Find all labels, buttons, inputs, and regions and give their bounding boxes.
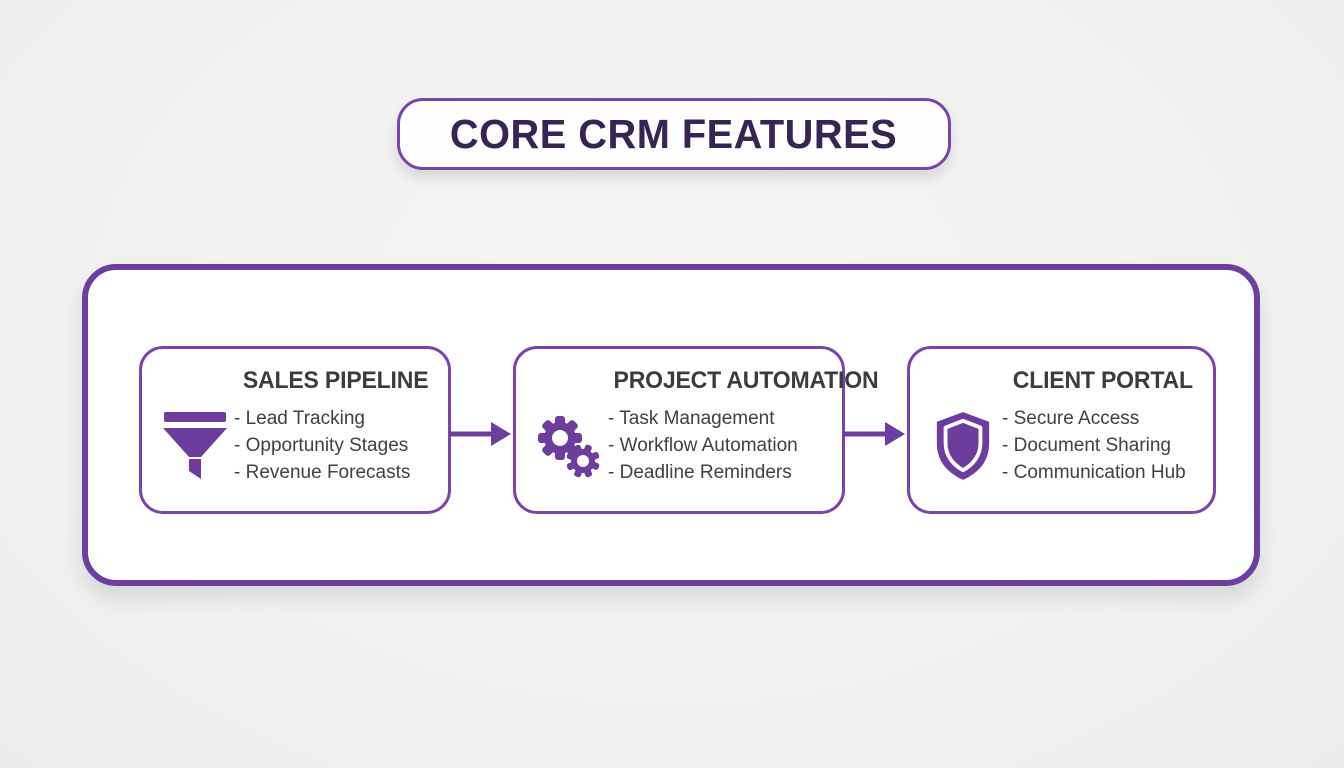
feature-item: - Deadline Reminders bbox=[608, 462, 792, 483]
arrow-right-icon bbox=[449, 422, 511, 446]
card-heading: PROJECT AUTOMATION bbox=[613, 367, 879, 394]
feature-card-client-portal: CLIENT PORTAL - Secure Access - Document… bbox=[907, 346, 1216, 514]
card-heading: SALES PIPELINE bbox=[243, 367, 429, 394]
feature-list: - Lead Tracking - Opportunity Stages - R… bbox=[234, 405, 438, 497]
arrow-right-icon bbox=[843, 422, 905, 446]
feature-item: - Lead Tracking bbox=[234, 408, 365, 429]
feature-item: - Secure Access bbox=[1002, 408, 1140, 429]
feature-card-project-automation: PROJECT AUTOMATION bbox=[513, 346, 879, 514]
page-title: CORE CRM FEATURES bbox=[450, 110, 898, 157]
card-heading: CLIENT PORTAL bbox=[1012, 367, 1193, 394]
feature-list: - Secure Access - Document Sharing - Com… bbox=[1002, 405, 1203, 497]
funnel-icon bbox=[156, 395, 234, 497]
features-container: SALES PIPELINE - Lead Tracking - Opportu… bbox=[82, 264, 1260, 586]
feature-item: - Revenue Forecasts bbox=[234, 462, 411, 483]
feature-item: - Document Sharing bbox=[1002, 435, 1171, 456]
feature-card-sales-pipeline: SALES PIPELINE - Lead Tracking - Opportu… bbox=[139, 346, 451, 514]
gears-icon bbox=[530, 395, 608, 497]
diagram-title-pill: CORE CRM FEATURES bbox=[397, 98, 951, 170]
feature-item: - Communication Hub bbox=[1002, 462, 1186, 483]
shield-icon bbox=[924, 395, 1002, 497]
feature-item: - Opportunity Stages bbox=[234, 435, 409, 456]
feature-list: - Task Management - Workflow Automation … bbox=[608, 405, 884, 497]
feature-item: - Workflow Automation bbox=[608, 435, 798, 456]
feature-item: - Task Management bbox=[608, 408, 775, 429]
